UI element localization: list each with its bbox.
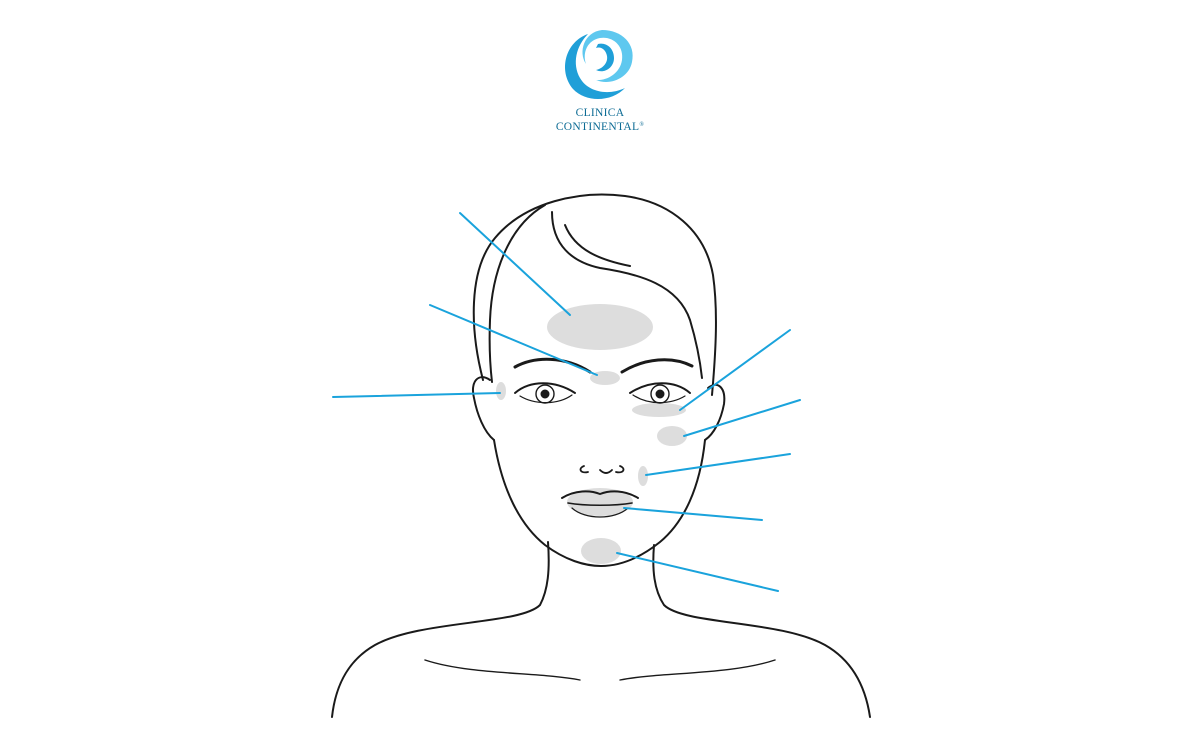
callout-nasolabial [645,453,791,476]
treatment-zones [496,304,687,564]
neck-left [331,541,550,718]
hair-outline [472,193,717,396]
brand-name-line-2-text: CONTINENTAL [555,121,640,133]
callout-cheek [683,399,801,437]
brand-name-line-2: CONTINENTAL® [540,121,660,134]
nose [579,465,625,474]
left-ear [472,376,495,441]
face-outline [331,193,871,718]
right-iris [650,384,670,404]
brand-name-line-1: CLINICA [575,107,625,119]
swirl-logo-icon [565,30,633,100]
hair-fringe-sweep [551,211,703,379]
brand-logo: CLINICA CONTINENTAL® [540,26,660,136]
neck-right [652,544,871,718]
right-pupil [655,389,665,399]
zone-forehead[interactable] [547,304,653,350]
right-eyebrow [620,358,694,374]
callout-lips [623,507,763,521]
left-eye-upper [514,382,576,394]
zone-cheek[interactable] [657,426,687,446]
left-eyebrow [513,357,592,374]
hair-fringe-inner [564,224,631,267]
zone-nasolabial-fold[interactable] [638,466,648,486]
callout-under-eye [679,329,791,411]
callout-crows-feet [332,392,501,398]
callout-lines [332,212,801,592]
zone-crows-feet[interactable] [496,382,506,400]
zone-under-eye[interactable] [632,403,686,417]
callout-glabella [429,304,598,376]
hair-fringe-left [488,204,546,383]
collarbone-right [619,659,776,681]
registered-mark: ® [639,122,645,128]
left-iris [535,384,555,404]
left-pupil [540,389,550,399]
upper-lip [561,490,639,499]
logo-inner-swirl [596,43,614,72]
logo-crescent-dark [565,34,625,100]
callout-forehead [459,212,571,316]
lower-lip [571,507,629,518]
right-eye-upper [629,382,691,394]
lip-line [567,502,633,507]
right-ear [704,383,726,441]
callout-chin [616,552,779,592]
zone-lips[interactable] [567,488,633,516]
logo-ring-light [582,30,633,82]
collarbone-left [424,659,581,681]
zone-chin[interactable] [581,538,621,564]
jawline [493,439,706,567]
